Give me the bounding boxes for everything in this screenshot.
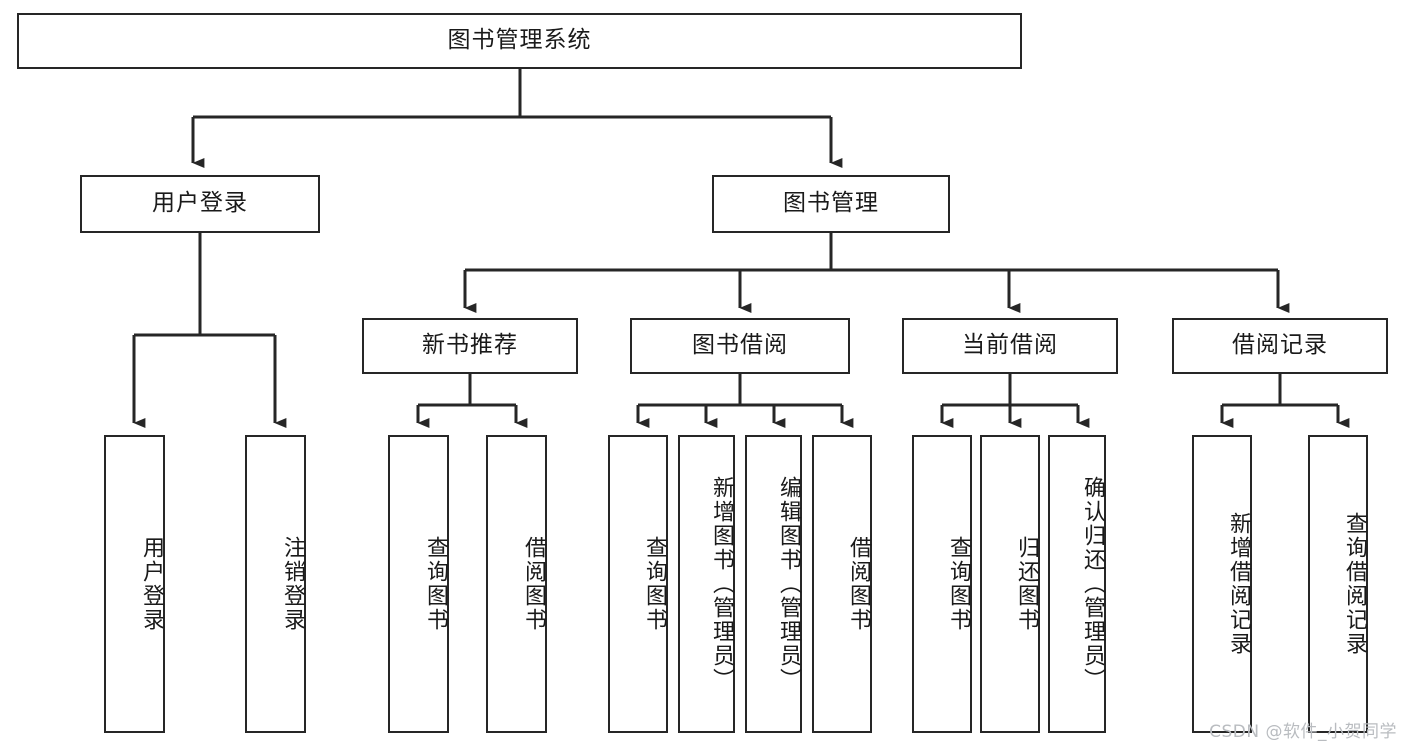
node-leaf-borrow-book-1[interactable]: 借阅图书 [486,435,547,733]
node-user-login-label: 用户登录 [152,190,248,217]
node-borrow-record[interactable]: 借阅记录 [1172,318,1388,374]
csdn-watermark: CSDN @软件_小贺同学 [1209,722,1397,742]
node-leaf-add-record[interactable]: 新增借阅记录 [1192,435,1252,733]
node-leaf-borrow-book-2-label: 借阅图书 [846,536,871,632]
node-leaf-add-book[interactable]: 新增图书（管理员） [678,435,735,733]
node-book-management-label: 图书管理 [783,190,879,217]
node-leaf-edit-book-label: 编辑图书（管理员） [776,476,801,692]
node-leaf-borrow-book-2[interactable]: 借阅图书 [812,435,872,733]
node-leaf-user-login-label: 用户登录 [139,536,164,632]
node-leaf-query-record-label: 查询借阅记录 [1342,512,1367,656]
node-book-borrow[interactable]: 图书借阅 [630,318,850,374]
node-leaf-add-book-label: 新增图书（管理员） [709,476,734,692]
node-leaf-confirm-return[interactable]: 确认归还（管理员） [1048,435,1106,733]
node-new-book-recommend[interactable]: 新书推荐 [362,318,578,374]
node-leaf-query-book-1-label: 查询图书 [423,536,448,632]
node-leaf-confirm-return-label: 确认归还（管理员） [1080,476,1105,692]
node-leaf-query-book-3-label: 查询图书 [946,536,971,632]
node-book-borrow-label: 图书借阅 [692,332,788,359]
node-borrow-record-label: 借阅记录 [1232,332,1328,359]
node-current-borrow-label: 当前借阅 [962,332,1058,359]
node-leaf-borrow-book-1-label: 借阅图书 [521,536,546,632]
node-leaf-add-record-label: 新增借阅记录 [1226,512,1251,656]
node-root-label: 图书管理系统 [447,27,592,54]
node-leaf-user-login[interactable]: 用户登录 [104,435,165,733]
node-book-management[interactable]: 图书管理 [712,175,950,233]
node-leaf-query-book-2[interactable]: 查询图书 [608,435,668,733]
node-leaf-query-book-1[interactable]: 查询图书 [388,435,449,733]
node-leaf-query-record[interactable]: 查询借阅记录 [1308,435,1368,733]
node-current-borrow[interactable]: 当前借阅 [902,318,1118,374]
node-leaf-return-book-label: 归还图书 [1014,536,1039,632]
node-user-login[interactable]: 用户登录 [80,175,320,233]
node-leaf-return-book[interactable]: 归还图书 [980,435,1040,733]
node-leaf-logout[interactable]: 注销登录 [245,435,306,733]
node-new-book-recommend-label: 新书推荐 [422,332,518,359]
node-leaf-edit-book[interactable]: 编辑图书（管理员） [745,435,802,733]
node-leaf-query-book-3[interactable]: 查询图书 [912,435,972,733]
node-root[interactable]: 图书管理系统 [17,13,1022,69]
node-leaf-query-book-2-label: 查询图书 [642,536,667,632]
node-leaf-logout-label: 注销登录 [280,536,305,632]
